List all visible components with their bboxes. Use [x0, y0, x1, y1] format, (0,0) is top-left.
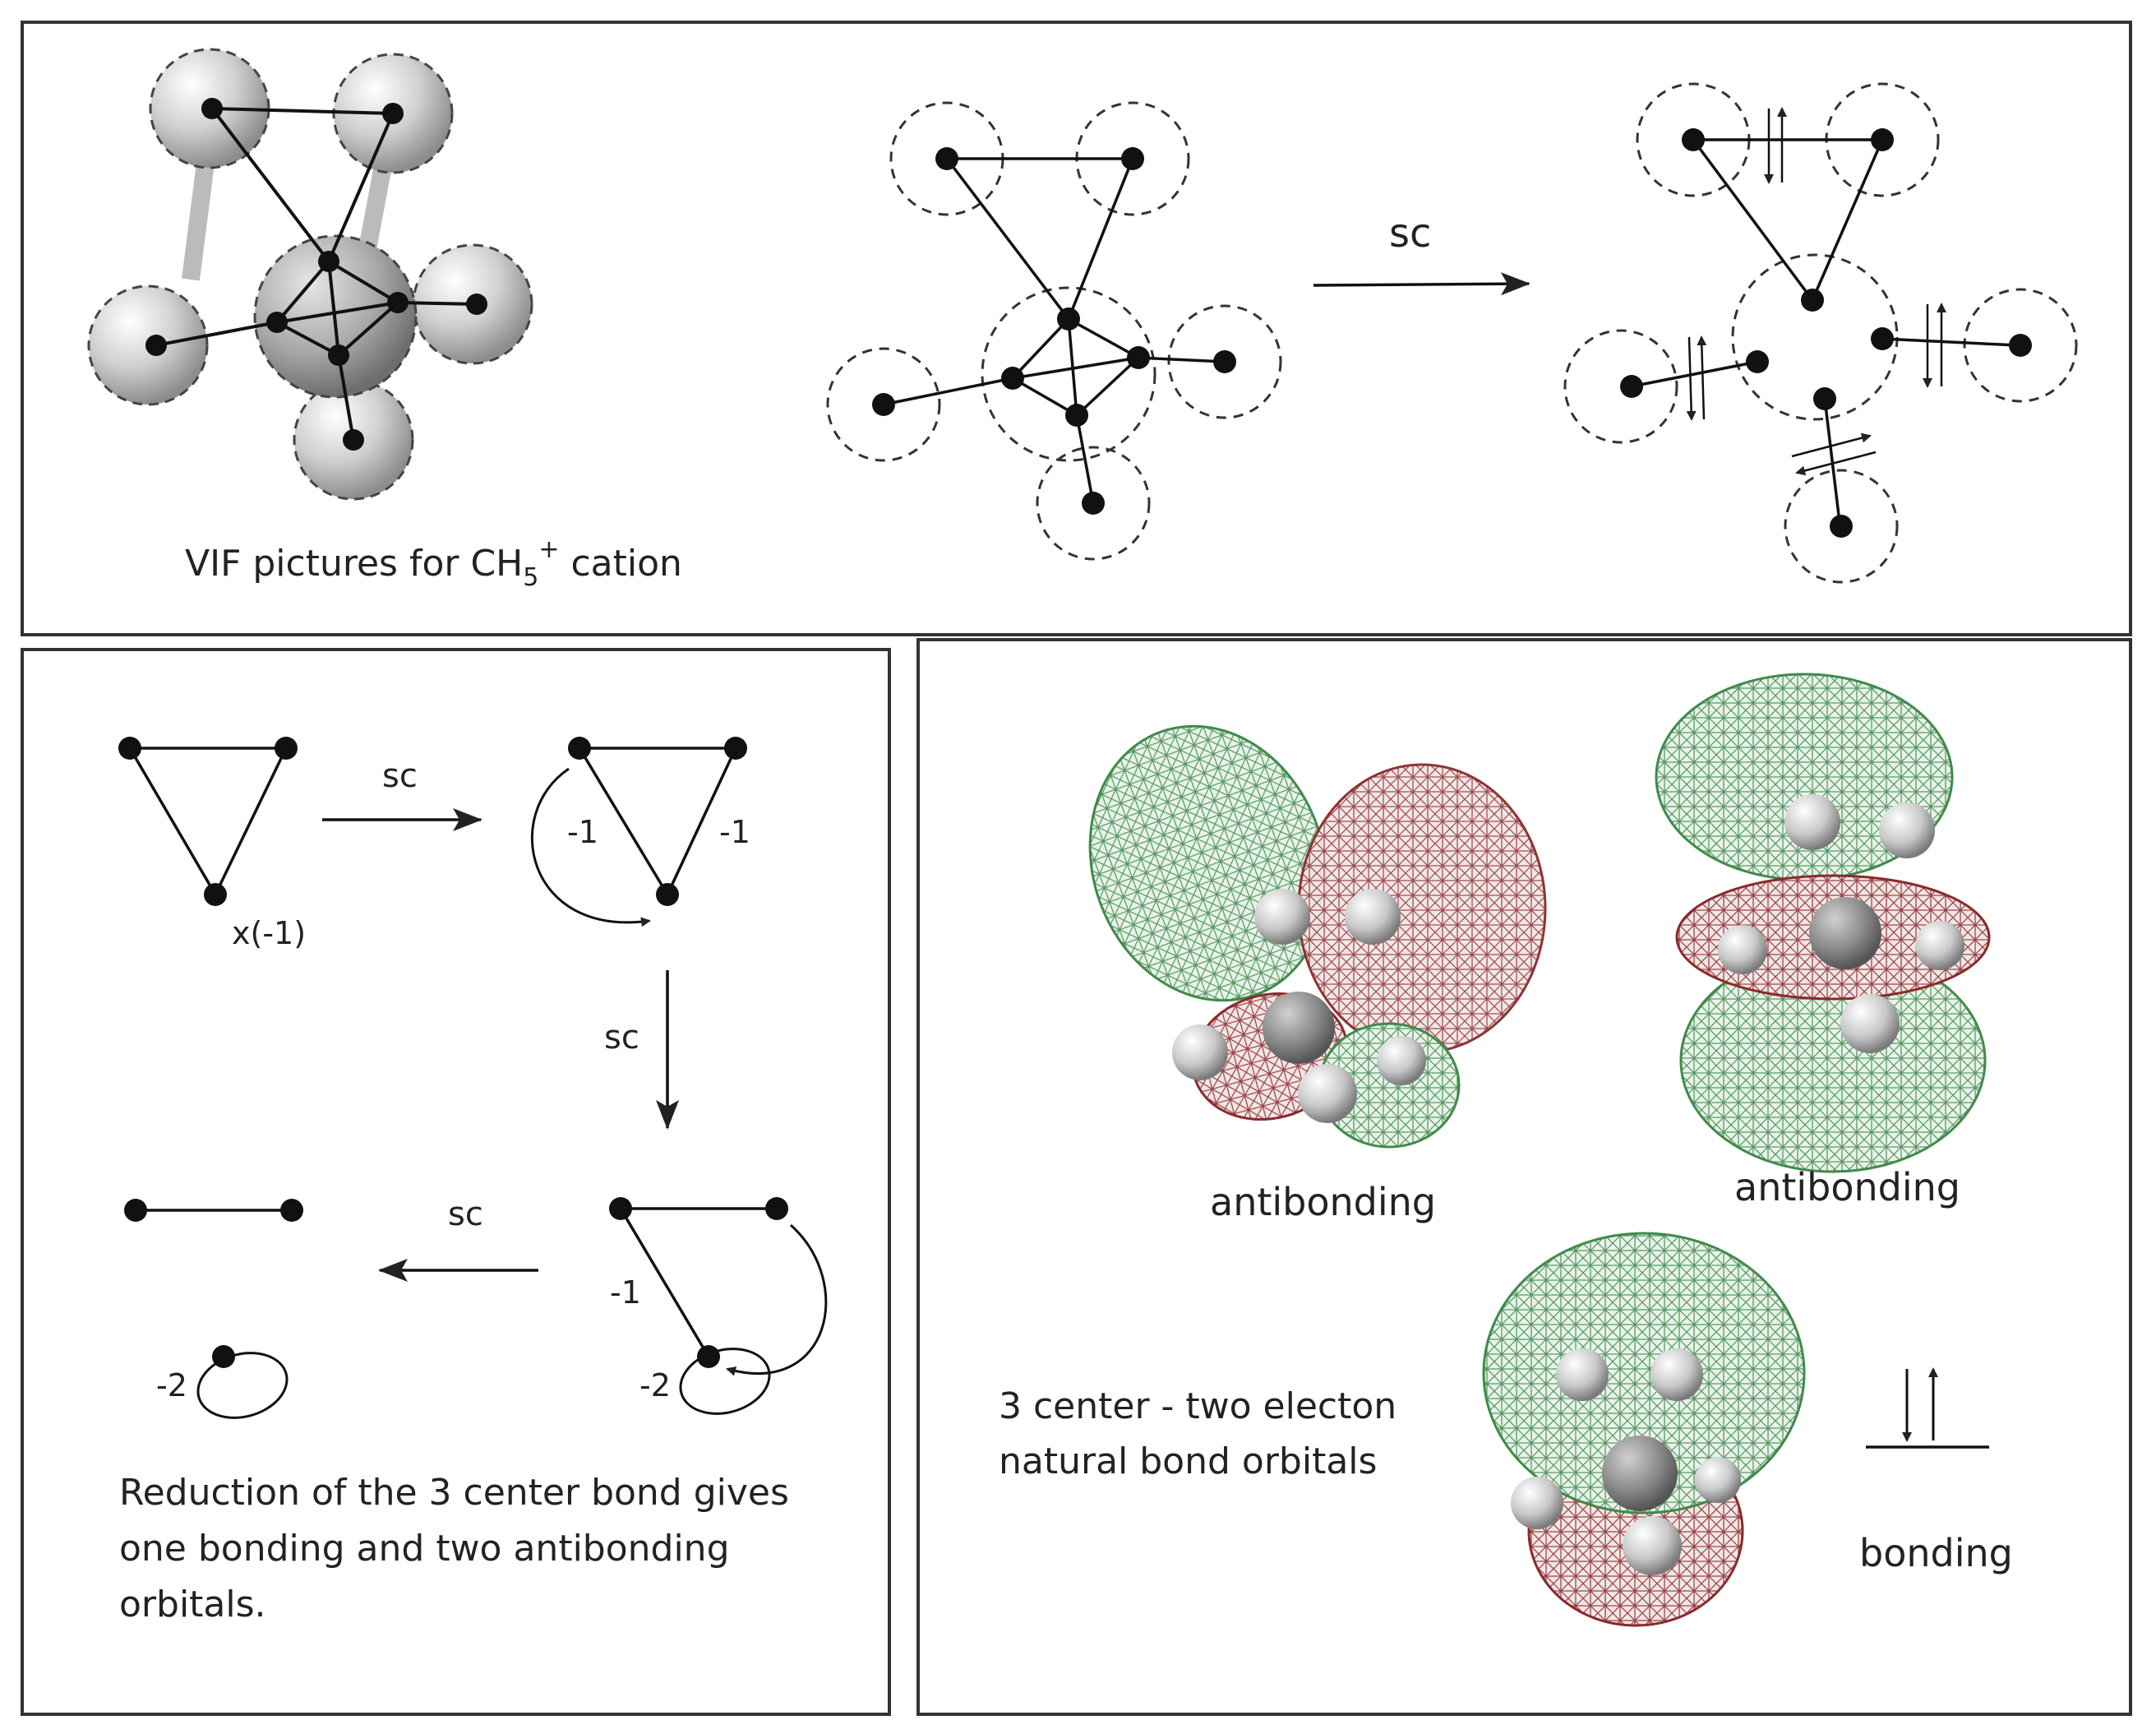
sc-arrow-3: sc — [378, 1195, 538, 1282]
label-antibonding-1: antibonding — [1210, 1180, 1436, 1224]
electron-pair-top — [1764, 107, 1787, 184]
sc-label-1: sc — [382, 757, 418, 795]
bonding-level-diagram: bonding — [1859, 1367, 2013, 1575]
label-minus2-lower: -2 — [639, 1367, 671, 1403]
label-x-minus1: x(-1) — [232, 915, 306, 951]
vif-2d-picture — [826, 101, 1282, 561]
top-caption: VIF pictures for CH5+ cation — [185, 535, 682, 592]
orbital-bonding — [1482, 1232, 1806, 1627]
bottom-left-caption-line-2: one bonding and two antibonding — [119, 1528, 730, 1570]
two-center-bond-result: -2 — [124, 1199, 303, 1419]
bottom-right-panel-frame — [916, 638, 2132, 1716]
bottom-left-panel-frame — [21, 648, 891, 1716]
bottom-left-caption-line-3: orbitals. — [119, 1584, 266, 1625]
label-minus1-lower: -1 — [610, 1274, 641, 1311]
sc-label-top: sc — [1389, 210, 1431, 257]
sc-arrow-1: sc — [322, 757, 482, 831]
electron-pair-bottom — [1791, 432, 1877, 476]
bottom-right-caption-line-2: natural bond orbitals — [999, 1440, 1377, 1482]
three-center-triangle-2: -1 -1 — [530, 737, 750, 927]
vif-3d-picture — [87, 48, 533, 501]
sc-label-3: sc — [448, 1195, 483, 1233]
sc-label-2: sc — [604, 1019, 639, 1057]
three-center-triangle-3: -1 -2 — [609, 1197, 828, 1415]
electron-pair-left — [1686, 335, 1707, 421]
electron-pair-right — [1923, 303, 1946, 388]
vif-reduced-picture — [1563, 82, 2078, 584]
sc-arrow-2: sc — [604, 970, 679, 1130]
label-minus1-right: -1 — [719, 814, 750, 850]
bottom-right-caption: 3 center - two electon natural bond orbi… — [999, 1385, 1397, 1482]
sc-arrow-top: sc — [1313, 210, 1530, 296]
label-minus1-left: -1 — [567, 814, 598, 850]
orbital-antibonding-2: antibonding — [1655, 673, 1991, 1209]
bottom-left-caption: Reduction of the 3 center bond gives one… — [119, 1472, 789, 1625]
label-bonding: bonding — [1859, 1531, 2013, 1575]
top-panel-frame — [21, 21, 2132, 636]
label-antibonding-2: antibonding — [1734, 1165, 1960, 1209]
label-minus2-final: -2 — [156, 1367, 187, 1403]
orbital-antibonding-1: antibonding — [1088, 724, 1547, 1224]
three-center-triangle-1: x(-1) — [118, 737, 306, 951]
bottom-left-caption-line-1: Reduction of the 3 center bond gives — [119, 1472, 789, 1514]
bottom-right-caption-line-1: 3 center - two electon — [999, 1385, 1397, 1427]
